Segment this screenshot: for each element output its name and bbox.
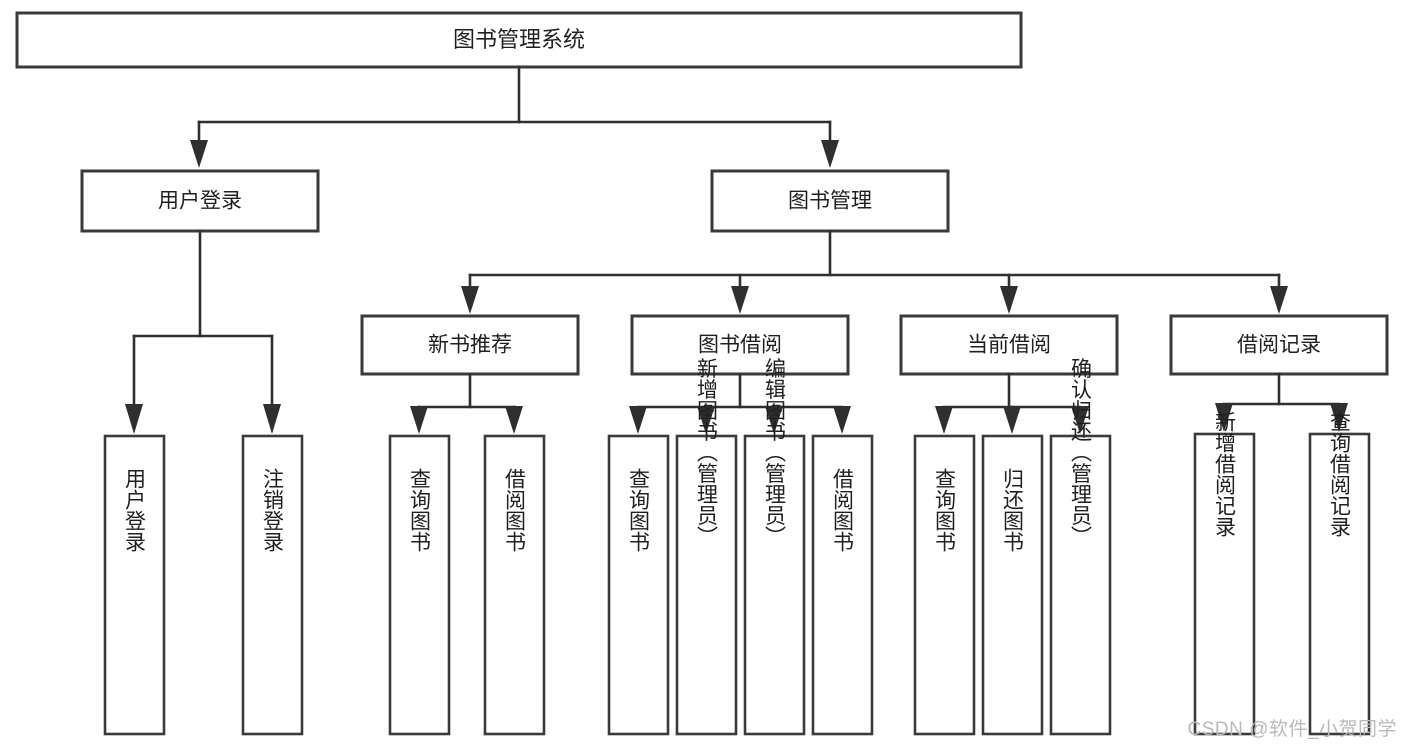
leaf-node-book-borrow-2[interactable]: 编辑图书（管理员） [743,358,806,736]
node-new-book-recommend[interactable]: 新书推荐 [360,314,580,376]
arrow-head-icon [1330,403,1348,432]
arrow-head-icon [190,140,208,168]
leaf-node-user-login-0[interactable]: 用户登录 [103,434,166,736]
leaf-label: 新增图书（管理员） [695,358,719,547]
level2-box-0[interactable] [360,314,580,376]
arrow-head-icon [697,406,715,434]
level1-label-0: 用户登录 [158,190,242,213]
arrow-head-icon [1215,403,1233,432]
arrow-head-icon [731,286,749,314]
leaf-box[interactable] [675,434,738,736]
root-label: 图书管理系统 [453,27,585,52]
leaf-label: 查询图书 [408,468,432,552]
leaf-box[interactable] [1049,434,1112,736]
leaf-label: 用户登录 [123,468,147,552]
leaf-node-borrow-record-0[interactable]: 新增借阅记录 [1193,411,1256,736]
leaf-label: 新增借阅记录 [1213,411,1237,537]
arrow-head-icon [1003,406,1021,434]
level2-label-1: 图书借阅 [698,334,782,357]
leaf-label: 查询借阅记录 [1328,411,1352,537]
leaf-box[interactable] [1308,432,1371,736]
arrow-head-icon [833,406,851,434]
arrow-head-icon [461,286,479,314]
level2-box-1[interactable] [630,314,850,376]
arrow-head-icon [125,404,143,434]
leaf-box[interactable] [388,434,451,736]
arrow-head-icon [1000,286,1018,314]
arrow-head-icon [935,406,953,434]
leaf-node-borrow-record-1[interactable]: 查询借阅记录 [1308,411,1371,736]
arrow-head-icon [821,140,839,168]
level2-label-3: 借阅记录 [1237,334,1321,357]
leaf-label: 注销登录 [261,468,285,552]
leaf-label: 借阅图书 [831,468,855,552]
leaf-label: 查询图书 [933,468,957,552]
leaf-box[interactable] [607,434,670,736]
level2-box-2[interactable] [899,314,1119,376]
leaf-box[interactable] [811,434,874,736]
leaf-box[interactable] [981,434,1044,736]
arrow-head-icon [263,404,281,434]
level2-label-2: 当前借阅 [967,334,1051,357]
arrow-head-icon [1270,286,1288,314]
leaf-label: 查询图书 [627,468,651,552]
leaf-node-book-borrow-1[interactable]: 新增图书（管理员） [675,358,738,736]
leaf-node-user-login-1[interactable]: 注销登录 [241,434,304,736]
arrow-head-icon [505,406,523,434]
leaf-node-current-borrow-0[interactable]: 查询图书 [913,434,976,736]
node-current-borrow[interactable]: 当前借阅 [899,314,1119,376]
csdn-watermark: CSDN @软件_小贺同学 [1187,719,1397,740]
leaf-label: 确认归还（管理员） [1069,358,1093,547]
leaf-box[interactable] [913,434,976,736]
node-borrow-record[interactable]: 借阅记录 [1169,314,1389,376]
leaf-label: 借阅图书 [503,468,527,552]
node-book-management[interactable]: 图书管理 [710,169,950,233]
node-user-login[interactable]: 用户登录 [80,169,320,233]
leaf-node-book-borrow-3[interactable]: 借阅图书 [811,434,874,736]
leaf-node-new-book-1[interactable]: 借阅图书 [483,434,546,736]
leaf-label: 归还图书 [1001,468,1025,552]
level1-box-1[interactable] [710,169,950,233]
leaf-node-current-borrow-1[interactable]: 归还图书 [981,434,1044,736]
leaf-node-book-borrow-0[interactable]: 查询图书 [607,434,670,736]
arrow-head-icon [765,406,783,434]
leaf-node-current-borrow-2[interactable]: 确认归还（管理员） [1049,358,1112,736]
leaf-box[interactable] [103,434,166,736]
arrow-head-icon [1071,406,1089,434]
leaf-label: 编辑图书（管理员） [763,358,787,547]
arrow-head-icon [629,406,647,434]
leaf-box[interactable] [241,434,304,736]
node-book-borrow[interactable]: 图书借阅 [630,314,850,376]
leaf-box[interactable] [483,434,546,736]
level1-label-1: 图书管理 [788,190,872,213]
leaf-node-new-book-0[interactable]: 查询图书 [388,434,451,736]
root-box[interactable] [15,11,1023,69]
leaf-box[interactable] [1193,432,1256,736]
arrow-head-icon [410,406,428,434]
leaf-box[interactable] [743,434,806,736]
level2-label-0: 新书推荐 [428,334,512,357]
node-root[interactable]: 图书管理系统 [15,11,1023,69]
